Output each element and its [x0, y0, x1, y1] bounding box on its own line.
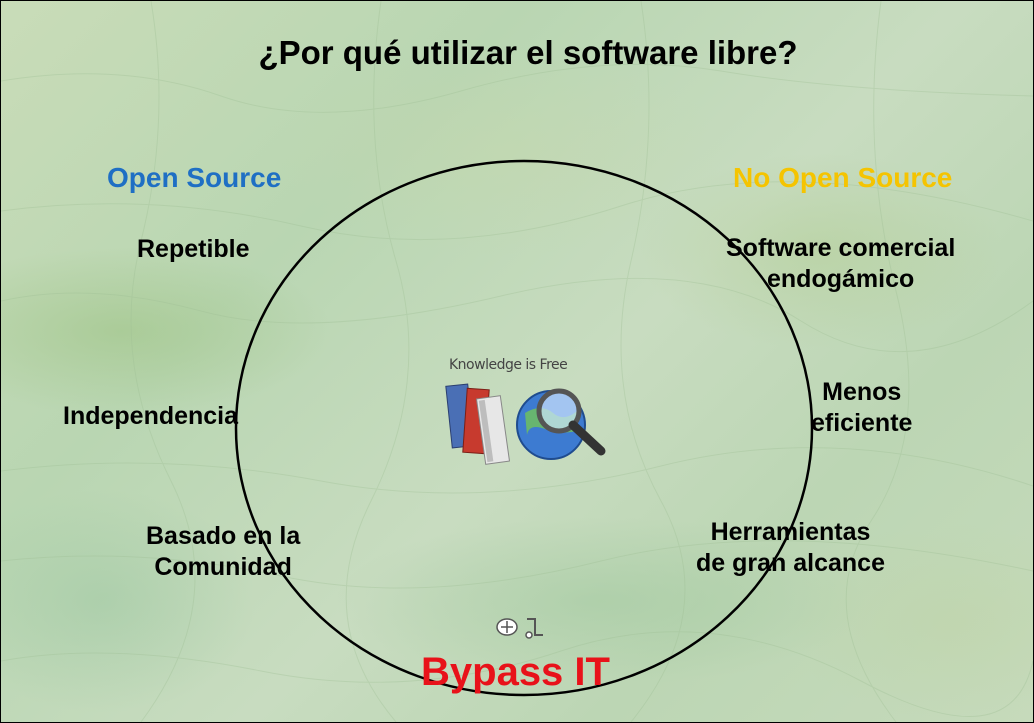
small-logo-icon — [496, 618, 543, 639]
clipart-caption: Knowledge is Free — [449, 357, 568, 373]
item-basado-comunidad: Basado en la Comunidad — [146, 522, 301, 582]
magnifier-globe-icon — [516, 388, 606, 460]
item-menos-eficiente: Menos eficiente — [811, 378, 913, 438]
item-independencia: Independencia — [63, 402, 239, 430]
item-repetible: Repetible — [137, 235, 250, 263]
open-source-heading: Open Source — [107, 162, 282, 193]
slide-title: ¿Por qué utilizar el software libre? — [258, 34, 798, 71]
item-software-comercial: Software comercial endogámico — [726, 234, 956, 294]
no-open-source-heading: No Open Source — [733, 162, 953, 193]
books-icon — [445, 383, 511, 465]
bypass-it-label: Bypass IT — [421, 650, 610, 694]
books-magnifier-clipart — [445, 383, 606, 465]
item-herramientas: Herramientas de gran alcance — [696, 518, 885, 578]
